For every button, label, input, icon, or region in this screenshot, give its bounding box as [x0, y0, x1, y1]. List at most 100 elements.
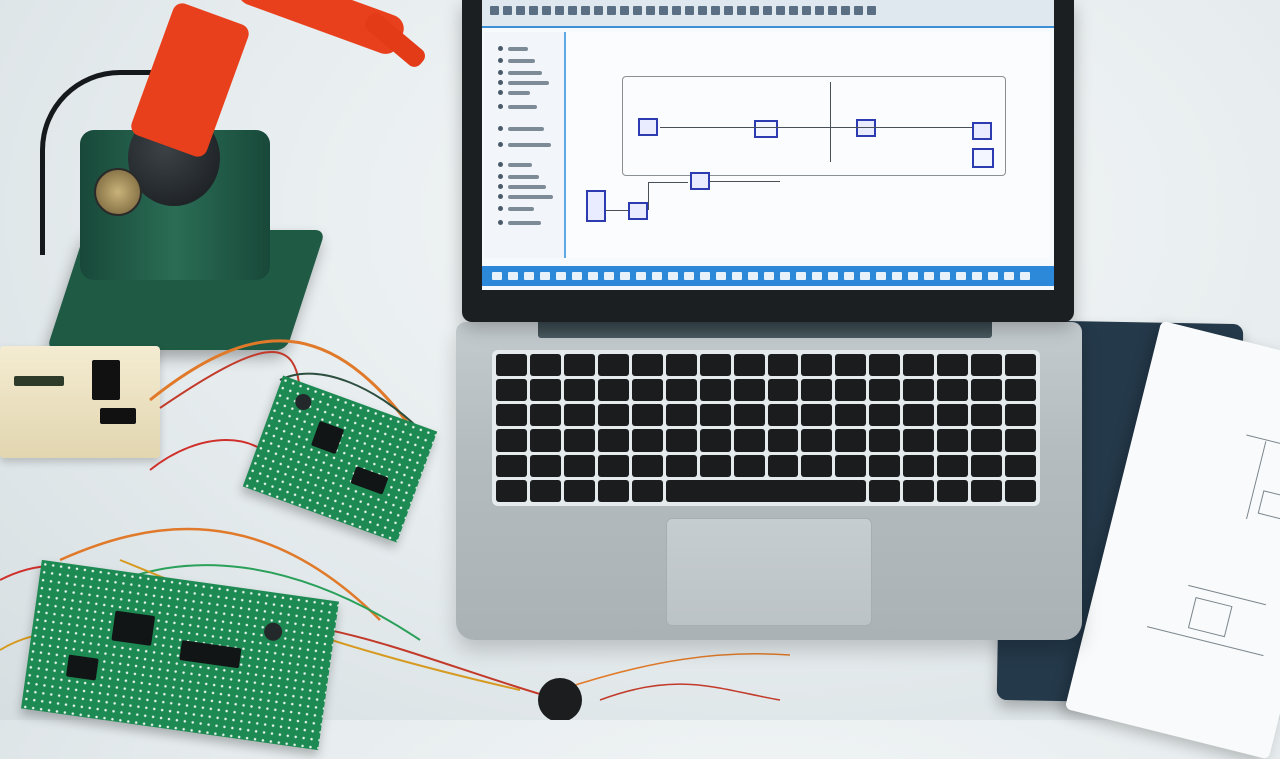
keyboard-key[interactable] — [496, 429, 527, 452]
diagram-block[interactable] — [638, 118, 658, 136]
component-icon[interactable] — [498, 174, 503, 179]
keyboard-key[interactable] — [869, 404, 901, 427]
keyboard-key[interactable] — [869, 454, 901, 477]
keyboard-key[interactable] — [971, 354, 1003, 377]
keyboard-key[interactable] — [767, 454, 799, 477]
keyboard-key[interactable] — [903, 454, 935, 477]
keyboard-key[interactable] — [767, 379, 799, 402]
keyboard-key[interactable] — [563, 354, 595, 377]
toolbar-icon[interactable] — [685, 6, 694, 15]
keyboard-key[interactable] — [529, 379, 561, 402]
component-icon[interactable] — [498, 90, 503, 95]
taskbar-icon[interactable] — [1004, 272, 1014, 280]
taskbar-icon[interactable] — [684, 272, 694, 280]
component-icon[interactable] — [498, 126, 503, 131]
taskbar-icon[interactable] — [924, 272, 934, 280]
keyboard-key[interactable] — [937, 404, 969, 427]
component-icon[interactable] — [498, 162, 503, 167]
keyboard-key[interactable] — [733, 454, 765, 477]
keyboard-key[interactable] — [733, 429, 765, 452]
taskbar-icon[interactable] — [732, 272, 742, 280]
component-icon[interactable] — [498, 194, 503, 199]
toolbar-icon[interactable] — [711, 6, 720, 15]
taskbar-icon[interactable] — [540, 272, 550, 280]
toolbar-icon[interactable] — [516, 6, 525, 15]
component-label[interactable] — [508, 91, 530, 95]
toolbar-icon[interactable] — [659, 6, 668, 15]
keyboard-key[interactable] — [699, 379, 731, 402]
component-label[interactable] — [508, 143, 551, 147]
keyboard-key[interactable] — [971, 379, 1003, 402]
component-label[interactable] — [508, 105, 537, 109]
component-icon[interactable] — [498, 206, 503, 211]
taskbar-icon[interactable] — [700, 272, 710, 280]
taskbar-icon[interactable] — [940, 272, 950, 280]
keyboard-key[interactable] — [1005, 479, 1036, 502]
taskbar-icon[interactable] — [556, 272, 566, 280]
keyboard-key[interactable] — [937, 379, 969, 402]
keyboard-key[interactable] — [563, 404, 595, 427]
keyboard-key[interactable] — [529, 354, 561, 377]
keyboard-key[interactable] — [631, 404, 663, 427]
component-icon[interactable] — [498, 142, 503, 147]
keyboard-key[interactable] — [631, 479, 663, 502]
diagram-block[interactable] — [754, 120, 778, 138]
component-icon[interactable] — [498, 70, 503, 75]
keyboard-key[interactable] — [1005, 429, 1036, 452]
taskbar-icon[interactable] — [844, 272, 854, 280]
keyboard-key[interactable] — [631, 429, 663, 452]
keyboard-key[interactable] — [801, 354, 833, 377]
keyboard-key[interactable] — [597, 404, 629, 427]
keyboard-key[interactable] — [665, 454, 697, 477]
toolbar-icon[interactable] — [776, 6, 785, 15]
keyboard-key[interactable] — [801, 429, 833, 452]
taskbar-icon[interactable] — [956, 272, 966, 280]
keyboard-key[interactable] — [631, 354, 663, 377]
component-label[interactable] — [508, 71, 542, 75]
taskbar-icon[interactable] — [860, 272, 870, 280]
component-label[interactable] — [508, 195, 553, 199]
keyboard-key[interactable] — [801, 454, 833, 477]
taskbar-icon[interactable] — [908, 272, 918, 280]
keyboard-key[interactable] — [597, 379, 629, 402]
taskbar-icon[interactable] — [716, 272, 726, 280]
keyboard-key[interactable] — [801, 404, 833, 427]
toolbar-icon[interactable] — [581, 6, 590, 15]
keyboard-key[interactable] — [733, 354, 765, 377]
taskbar-icon[interactable] — [636, 272, 646, 280]
taskbar-icon[interactable] — [668, 272, 678, 280]
keyboard-key[interactable] — [869, 429, 901, 452]
component-label[interactable] — [508, 59, 535, 63]
toolbar-icon[interactable] — [529, 6, 538, 15]
taskbar-icon[interactable] — [588, 272, 598, 280]
toolbar-icon[interactable] — [555, 6, 564, 15]
keyboard-key[interactable] — [496, 354, 527, 377]
toolbar-icon[interactable] — [633, 6, 642, 15]
toolbar-icon[interactable] — [607, 6, 616, 15]
taskbar-icon[interactable] — [796, 272, 806, 280]
component-icon[interactable] — [498, 46, 503, 51]
keyboard-key[interactable] — [835, 454, 867, 477]
toolbar-icon[interactable] — [815, 6, 824, 15]
keyboard-key[interactable] — [563, 479, 595, 502]
taskbar-icon[interactable] — [748, 272, 758, 280]
keyboard-key[interactable] — [937, 354, 969, 377]
keyboard-key[interactable] — [767, 354, 799, 377]
keyboard-key[interactable] — [665, 429, 697, 452]
keyboard-key[interactable] — [597, 354, 629, 377]
keyboard-key[interactable] — [1005, 404, 1036, 427]
keyboard-key[interactable] — [971, 404, 1003, 427]
toolbar-icon[interactable] — [802, 6, 811, 15]
toolbar-icon[interactable] — [841, 6, 850, 15]
keyboard-key[interactable] — [496, 379, 527, 402]
taskbar-icon[interactable] — [780, 272, 790, 280]
toolbar-icon[interactable] — [698, 6, 707, 15]
toolbar-icon[interactable] — [763, 6, 772, 15]
keyboard-key[interactable] — [835, 404, 867, 427]
keyboard-key[interactable] — [767, 404, 799, 427]
keyboard-key[interactable] — [937, 479, 969, 502]
keyboard-key[interactable] — [1005, 354, 1036, 377]
keyboard-key[interactable] — [563, 379, 595, 402]
component-label[interactable] — [508, 127, 544, 131]
component-label[interactable] — [508, 47, 528, 51]
